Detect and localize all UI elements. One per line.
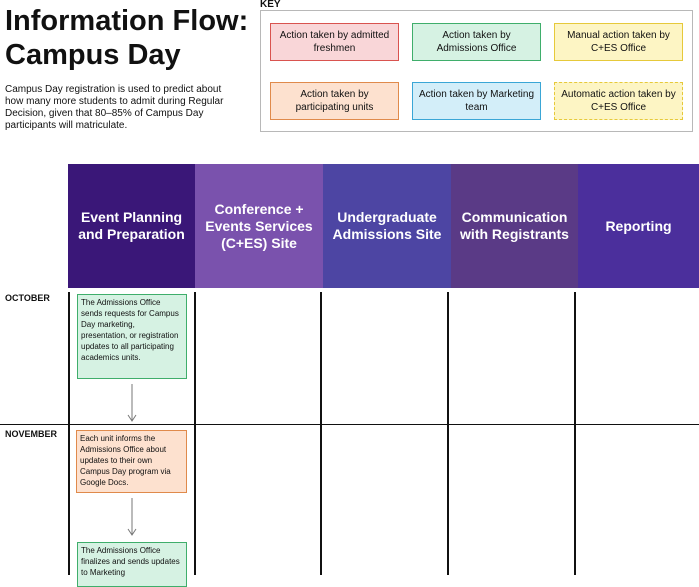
- month-label-october: OCTOBER: [5, 293, 50, 303]
- column-divider: [320, 292, 322, 575]
- key-item-marketing-team: Action taken by Marketing team: [412, 82, 541, 120]
- page-title: Information Flow: Campus Day: [5, 5, 249, 71]
- key-item-manual-ces: Manual action taken by C+ES Office: [554, 23, 683, 61]
- step-send-requests: The Admissions Office sends requests for…: [77, 294, 187, 379]
- step-units-inform: Each unit informs the Admissions Office …: [76, 430, 187, 493]
- key-item-admissions-office: Action taken by Admissions Office: [412, 23, 541, 61]
- column-divider: [68, 292, 70, 575]
- month-divider: [0, 424, 699, 425]
- key-item-participating-units: Action taken by participating units: [270, 82, 399, 120]
- key-legend: Action taken by admitted freshmen Action…: [260, 10, 693, 132]
- column-header-admissions-site: Undergraduate Admissions Site: [323, 164, 451, 288]
- flow-arrow-icon: [127, 384, 137, 422]
- column-divider: [194, 292, 196, 575]
- intro-text: Campus Day registration is used to predi…: [5, 84, 224, 131]
- month-label-november: NOVEMBER: [5, 429, 58, 439]
- key-item-admitted-freshmen: Action taken by admitted freshmen: [270, 23, 399, 61]
- column-divider: [447, 292, 449, 575]
- key-item-automatic-ces: Automatic action taken by C+ES Office: [554, 82, 683, 120]
- step-finalize-updates: The Admissions Office finalizes and send…: [77, 542, 187, 587]
- column-header-event-planning: Event Planning and Preparation: [68, 164, 195, 288]
- column-header-reporting: Reporting: [578, 164, 699, 288]
- column-header-communication: Communication with Registrants: [451, 164, 578, 288]
- key-label: KEY: [260, 0, 281, 10]
- column-header-ces-site: Conference + Events Services (C+ES) Site: [195, 164, 323, 288]
- column-divider: [574, 292, 576, 575]
- flow-arrow-icon: [127, 498, 137, 536]
